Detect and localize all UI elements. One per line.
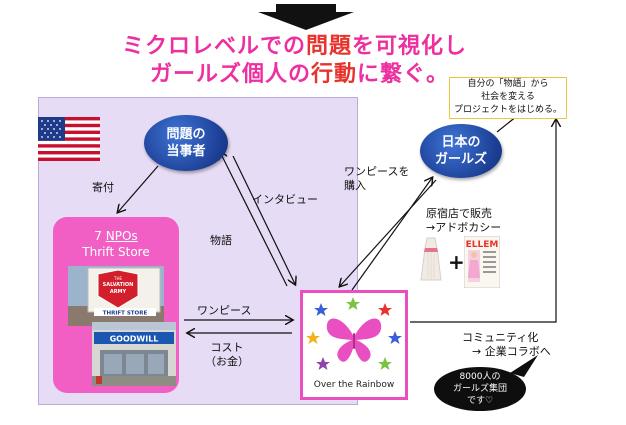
- japan-girls-node: 日本の ガールズ: [420, 124, 502, 178]
- community-label: コミュニティ化 → 企業コラボへ: [462, 331, 551, 358]
- svg-text:ARMY: ARMY: [110, 289, 127, 295]
- title-line-2: ガールズ個人の行動に繋ぐ。: [150, 62, 450, 87]
- svg-text:THE: THE: [113, 276, 122, 281]
- harajuku-label: 原宿店で販売 →アドボカシー: [426, 207, 502, 234]
- girls-group-bubble: 8000人の ガールズ集団 です♡: [434, 367, 526, 411]
- title-line-1: ミクロレベルでの問題を可視化し: [122, 34, 468, 59]
- svg-text:SALVATION: SALVATION: [103, 282, 134, 288]
- story-label: 物語: [210, 234, 232, 247]
- butterfly-logo-icon: [306, 297, 402, 370]
- cost-label: コスト （お金）: [205, 341, 249, 368]
- donation-label: 寄付: [92, 181, 114, 194]
- stakeholder-node: 問題の 当事者: [144, 115, 228, 171]
- plus-sign: +: [448, 250, 465, 274]
- salvation-army-photo: THE SALVATION ARMY THRIFT STORE: [68, 266, 164, 326]
- magazine-photo: ELLEM: [464, 236, 500, 288]
- speech-bubble-tail: [510, 355, 538, 377]
- dress-photo: [416, 234, 446, 288]
- svg-text:GOODWILL: GOODWILL: [110, 335, 159, 344]
- top-down-arrow: [258, 4, 354, 30]
- svg-text:ELLEM: ELLEM: [466, 240, 499, 250]
- svg-text:THRIFT STORE: THRIFT STORE: [103, 311, 148, 317]
- us-flag-icon: [38, 117, 100, 161]
- npo-title: 7 NPOs Thrift Store: [82, 229, 150, 259]
- interview-label: インタビュー: [252, 193, 318, 206]
- goodwill-photo: GOODWILL: [92, 322, 176, 386]
- over-the-rainbow-label: Over the Rainbow: [313, 380, 395, 390]
- buy-label: ワンピースを 購入: [344, 165, 410, 192]
- onepiece-label: ワンピース: [197, 304, 252, 317]
- project-note: 自分の「物語」から 社会を変える プロジェクトをはじめる。: [449, 77, 567, 119]
